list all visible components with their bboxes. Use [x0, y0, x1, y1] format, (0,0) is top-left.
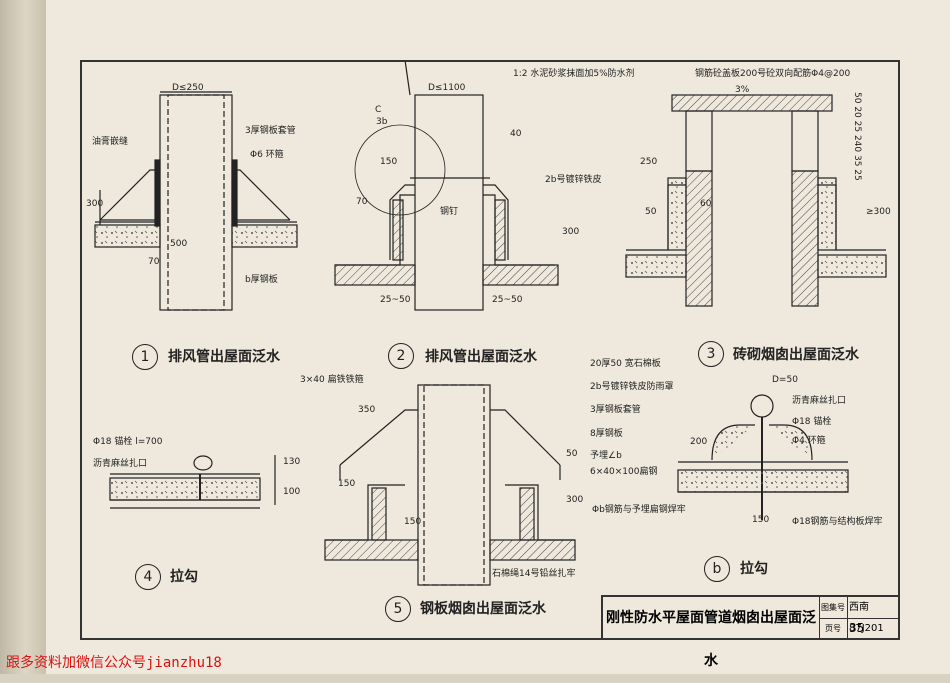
d5-pipe-label: 3厚钢板套管 — [590, 405, 641, 415]
d2-gap-right-label: 25~50 — [492, 295, 523, 305]
d1-plate-label: b厚钢板 — [245, 275, 278, 285]
d4-130-label: 130 — [283, 457, 301, 467]
page-number-row: 页号 35 — [819, 618, 900, 640]
d5-plate-label: 8厚钢板 — [590, 429, 623, 439]
d3-250-label: 250 — [640, 157, 658, 167]
d2-300-label: 300 — [562, 227, 580, 237]
d6-dim-label: D=50 — [772, 375, 798, 385]
detail-2-drawing — [334, 59, 559, 311]
d6-weld-label: Φ18钢筋与结构板焊牢 — [792, 517, 883, 527]
d6-hoop-label: Φ4 环箍 — [792, 436, 826, 446]
d4-hook-label: Φ18 锚栓 l=700 — [93, 437, 163, 447]
detail-6-number: b — [704, 556, 730, 582]
d5-50-label: 50 — [566, 449, 578, 459]
d5-cap-label: 2b号镀锌铁皮防雨罩 — [590, 382, 674, 392]
d5-150a-label: 150 — [338, 479, 356, 489]
detail-4-drawing — [109, 455, 276, 509]
d2-150-label: 150 — [380, 157, 398, 167]
d2-40-label: 40 — [510, 129, 522, 139]
atlas-number-key: 图集号 — [819, 597, 848, 618]
d1-oil-label: 油膏嵌缝 — [92, 137, 129, 147]
d1-300-label: 300 — [86, 199, 104, 209]
detail-5-drawing — [324, 384, 576, 586]
detail-6-title: 拉勾 — [740, 561, 768, 577]
d6-asphalt-label: 沥青麻丝扎口 — [792, 396, 847, 406]
d6-200-label: 200 — [690, 437, 708, 447]
d5-strip-label: 3×40 扁铁铁箍 — [300, 375, 364, 385]
d5-board-label: 20厚50 宽石棉板 — [590, 359, 661, 369]
detail-4-title: 拉勾 — [170, 569, 198, 585]
d3-cover-label: 钢筋砼盖板200号砼双向配筋Φ4@200 — [695, 69, 851, 79]
book-spine — [0, 0, 46, 674]
d3-ge300-label: ≥300 — [866, 207, 891, 217]
d2-mortar-label: 1:2 水泥砂浆抹面加5%防水剂 — [513, 69, 635, 79]
detail-6-drawing — [677, 394, 849, 520]
atlas-number-value: 西南87J201 — [849, 602, 884, 634]
drawing-frame — [80, 60, 900, 640]
d2-nail-label: 钢钉 — [440, 207, 459, 217]
page-number-value: 35 — [849, 621, 865, 635]
d4-100-label: 100 — [283, 487, 301, 497]
atlas-number-row: 图集号 西南87J201 — [819, 597, 900, 634]
drawing-title: 刚性防水平屋面管道烟囱出屋面泛水 — [603, 597, 820, 669]
d2-3b-label: 3b — [376, 117, 388, 127]
d5-asbestos-label: 石棉绳14号铅丝扎牢 — [492, 569, 576, 579]
d1-70-label: 70 — [148, 257, 160, 267]
d5-angle-label: 予埋∠b — [590, 451, 622, 461]
d3-60-label: 60 — [700, 199, 712, 209]
d5-300-label: 300 — [566, 495, 584, 505]
d5-bar-label: Φb钢筋与予埋扁钢焊牢 — [592, 505, 686, 515]
detail-3-number: 3 — [698, 341, 724, 367]
d1-ring-label: Φ6 环箍 — [250, 150, 284, 160]
d5-350-label: 350 — [358, 405, 376, 415]
detail-3-drawing — [625, 94, 887, 307]
watermark-text: 跟多资料加微信公众号jianzhu18 — [6, 655, 222, 671]
d3-slope-label: 3% — [735, 85, 750, 95]
d1-pipe-label: 3厚钢板套管 — [245, 126, 296, 136]
detail-1-title: 排风管出屋面泛水 — [168, 349, 280, 365]
page-number-key: 页号 — [819, 618, 848, 640]
detail-2-title: 排风管出屋面泛水 — [425, 349, 537, 365]
d2-gap-left-label: 25~50 — [380, 295, 411, 305]
title-block: 刚性防水平屋面管道烟囱出屋面泛水 图集号 西南87J201 页号 35 — [601, 595, 900, 669]
d5-bolt-label: 6×40×100扁钢 — [590, 467, 658, 477]
d2-c-label: C — [375, 105, 382, 115]
d3-50-label: 50 — [645, 207, 657, 217]
detail-5-title: 钢板烟囱出屋面泛水 — [420, 601, 546, 617]
detail-1-drawing — [94, 91, 298, 311]
detail-1-number: 1 — [132, 344, 158, 370]
d1-dim-label: D≤250 — [172, 83, 204, 93]
d5-150b-label: 150 — [404, 517, 422, 527]
d4-asphalt-label: 沥青麻丝扎口 — [93, 459, 148, 469]
detail-2-number: 2 — [388, 343, 414, 369]
d3-dims-label: 50 20 25 240 35 25 — [852, 92, 862, 181]
d6-bolt-label: Φ18 锚栓 — [792, 417, 832, 427]
detail-5-number: 5 — [385, 596, 411, 622]
d2-70-label: 70 — [356, 197, 368, 207]
detail-3-title: 砖砌烟囱出屋面泛水 — [733, 347, 859, 363]
drawing-sheet — [46, 0, 950, 674]
d2-dim-label: D≤1100 — [428, 83, 466, 93]
d2-sheet-label: 2b号镀锌铁皮 — [545, 175, 602, 185]
d6-150-label: 150 — [752, 515, 770, 525]
detail-4-number: 4 — [135, 564, 161, 590]
d1-500-label: 500 — [170, 239, 188, 249]
